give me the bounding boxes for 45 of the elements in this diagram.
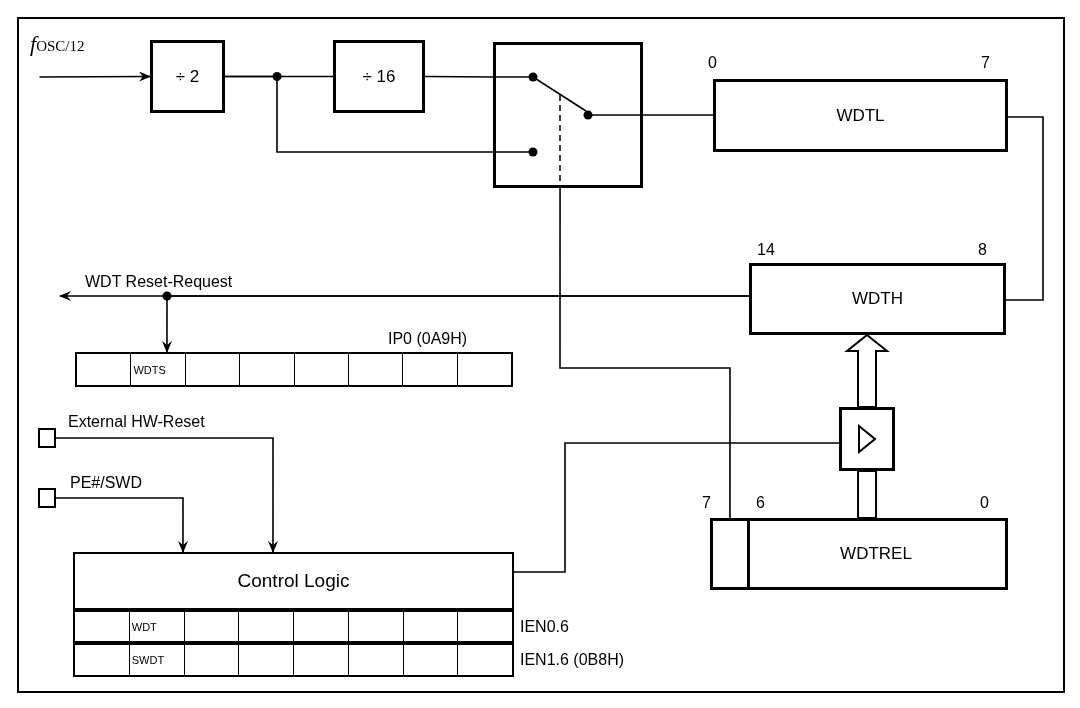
pin-square <box>38 488 56 508</box>
register-name: IP0 (0A9H) <box>388 330 468 348</box>
bit-number: 7 <box>981 54 990 72</box>
bit-number: 0 <box>708 54 717 72</box>
logic-box <box>73 552 514 610</box>
arrow <box>55 497 188 553</box>
connector-line <box>642 114 714 116</box>
bit-number: 6 <box>756 494 765 512</box>
register-box <box>710 518 1008 590</box>
box-label: Control Logic <box>237 570 350 592</box>
arrow <box>38 71 151 82</box>
buffer-box <box>839 407 895 471</box>
connector-line <box>224 75 494 153</box>
register-row <box>73 643 514 677</box>
box-label: WDTREL <box>840 544 912 564</box>
box-label: ÷ 2 <box>175 66 200 87</box>
register-box <box>749 263 1006 335</box>
box-label: WDTH <box>852 289 903 309</box>
register-box <box>713 79 1008 152</box>
bit-label: WDTS <box>132 363 166 376</box>
bit-label: SWDT <box>130 654 165 666</box>
bit-number: 8 <box>978 241 987 259</box>
box-label: WDTL <box>836 105 885 126</box>
switch-box <box>493 42 643 188</box>
pin-label: External HW-Reset <box>68 413 205 431</box>
pin-square <box>38 428 56 448</box>
connector-line <box>559 187 731 519</box>
bit-number: 14 <box>757 241 775 259</box>
register-name: IEN1.6 (0B8H) <box>520 651 625 669</box>
box-label: ÷ 16 <box>362 66 396 87</box>
pin-label: PE#/SWD <box>70 474 142 492</box>
connector-line <box>513 442 840 573</box>
connector-line <box>424 75 494 78</box>
bit-number: 7 <box>702 494 711 512</box>
edge-label: WDT Reset-Request <box>85 273 233 291</box>
register-row <box>75 352 513 387</box>
register-name: IEN0.6 <box>520 618 569 636</box>
bit-label: WDT <box>130 620 157 633</box>
connector-line <box>1005 116 1044 301</box>
register-row <box>73 610 514 643</box>
bit-number: 0 <box>980 494 989 512</box>
arrow <box>55 437 278 553</box>
bus-line <box>857 470 878 519</box>
arrow <box>162 295 750 353</box>
bus-arrow <box>844 333 890 408</box>
